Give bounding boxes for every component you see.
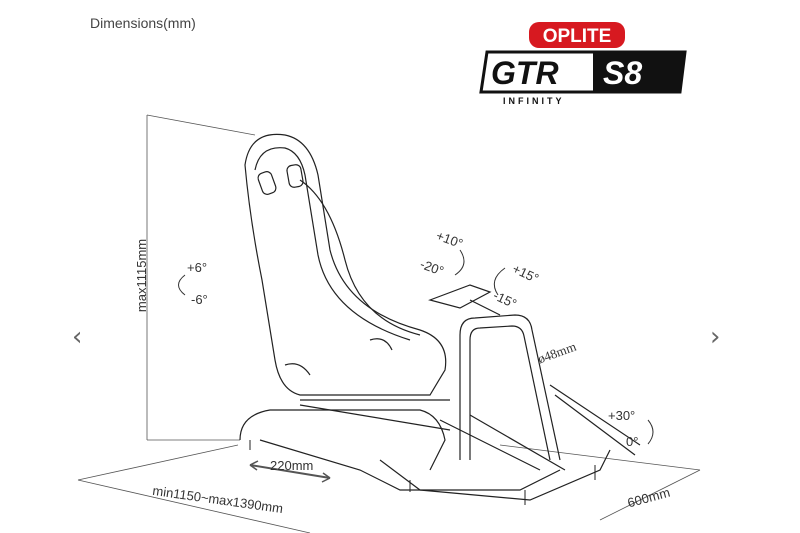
seat-slide-label: 220mm bbox=[270, 458, 314, 473]
dimensions-title: Dimensions(mm) bbox=[90, 15, 196, 31]
svg-text:INFINITY: INFINITY bbox=[503, 96, 565, 106]
cockpit-frame bbox=[239, 284, 641, 505]
height-dimension-label: max1115mm bbox=[134, 238, 150, 313]
pedal-tilt-down-label: 0° bbox=[626, 434, 639, 449]
rotation-arrows bbox=[178, 249, 654, 445]
svg-text:S8: S8 bbox=[603, 55, 642, 91]
carousel-prev-button[interactable]: ‹ bbox=[72, 322, 83, 352]
dimension-lines bbox=[77, 114, 701, 533]
seat-tilt-up-label: +6° bbox=[187, 260, 208, 275]
racing-seat bbox=[244, 133, 447, 396]
oplite-gtr-s8-logo: OPLITE GTR S8 INFINITY bbox=[473, 18, 688, 106]
svg-text:OPLITE: OPLITE bbox=[543, 26, 612, 47]
carousel-next-button[interactable]: › bbox=[710, 322, 721, 352]
svg-text:GTR: GTR bbox=[491, 55, 559, 91]
pedal-tilt-up-label: +30° bbox=[608, 408, 636, 423]
seat-tilt-down-label: -6° bbox=[191, 292, 208, 307]
